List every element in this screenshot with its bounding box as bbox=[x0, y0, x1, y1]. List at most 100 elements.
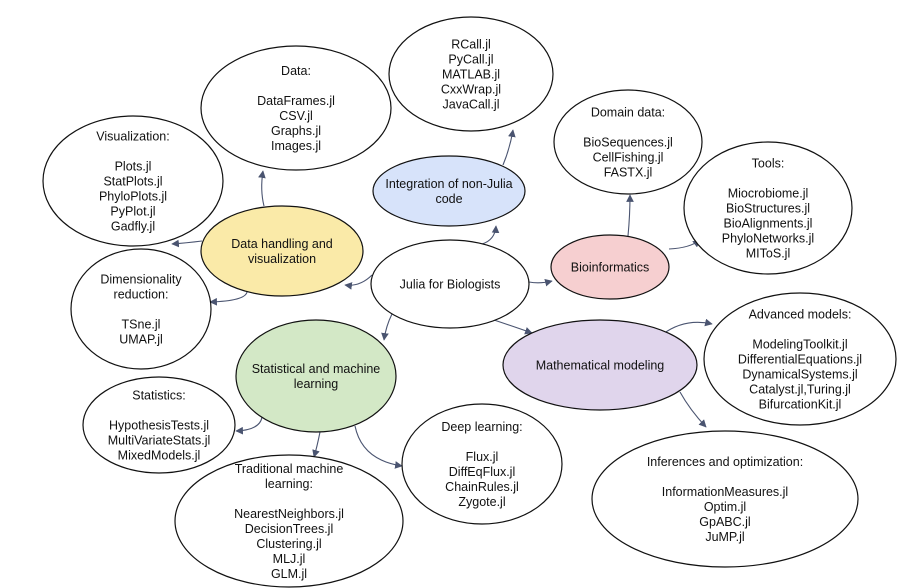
package-name: Catalyst.jl,Turing.jl bbox=[749, 383, 851, 397]
node-data-handling-label: Data handling and bbox=[231, 237, 333, 251]
package-name: InformationMeasures.jl bbox=[662, 485, 788, 499]
package-name: JavaCall.jl bbox=[443, 98, 500, 112]
node-domain-data: Domain data:BioSequences.jlCellFishing.j… bbox=[553, 89, 703, 195]
package-name: TSne.jl bbox=[122, 318, 161, 332]
node-julia-for-biologists: Julia for Biologists bbox=[370, 239, 530, 329]
node-statistical-ml-label: learning bbox=[294, 377, 339, 391]
package-name: PhyloNetworks.jl bbox=[722, 232, 814, 246]
package-name: GpABC.jl bbox=[699, 515, 750, 529]
node-tools-shape bbox=[683, 141, 853, 275]
connector-arrows bbox=[171, 129, 713, 469]
diagram-nodes: Julia for Biologists Data handling andvis… bbox=[42, 16, 897, 588]
package-name: JuMP.jl bbox=[705, 530, 744, 544]
package-name: Optim.jl bbox=[704, 500, 746, 514]
node-interop-packages-shape bbox=[388, 16, 554, 132]
node-tools-title: Tools: bbox=[752, 157, 785, 171]
node-statistics: Statistics:HypothesisTests.jlMultiVariat… bbox=[82, 376, 236, 474]
node-inferences-optimization-shape bbox=[591, 430, 859, 568]
package-name: Gadfly.jl bbox=[111, 220, 155, 234]
node-tools: Tools: Miocrobiome.jlBioStructures.jlBioA… bbox=[683, 141, 853, 275]
node-integration-label: Integration of non-Julia bbox=[385, 177, 512, 191]
node-bioinformatics: Bioinformatics bbox=[550, 234, 670, 300]
node-julia-for-biologists-label: Julia for Biologists bbox=[400, 278, 501, 292]
node-dimensionality-reduction-title: reduction: bbox=[114, 288, 169, 302]
node-visualization-title: Visualization: bbox=[96, 130, 169, 144]
node-data-title: Data: bbox=[281, 64, 311, 78]
package-name: MATLAB.jl bbox=[442, 68, 500, 82]
node-data-handling-shape bbox=[200, 205, 364, 297]
node-traditional-ml-title: Traditional machine bbox=[235, 462, 344, 476]
package-name: PyPlot.jl bbox=[110, 205, 155, 219]
package-name: StatPlots.jl bbox=[103, 175, 162, 189]
node-deep-learning-shape bbox=[401, 403, 563, 525]
package-name: MixedModels.jl bbox=[118, 449, 201, 463]
edge-bioinformatics-to-domain-data bbox=[626, 194, 634, 237]
node-advanced-models-shape bbox=[703, 292, 897, 426]
node-traditional-ml: Traditional machinelearning:NearestNeigh… bbox=[174, 454, 404, 588]
edge-center-to-bioinformatics bbox=[528, 278, 553, 287]
package-name: CxxWrap.jl bbox=[441, 83, 501, 97]
node-dimensionality-reduction-title: Dimensionality bbox=[100, 273, 182, 287]
package-name: MIToS.jl bbox=[746, 247, 790, 261]
package-name: Clustering.jl bbox=[256, 537, 321, 551]
package-name: PyCall.jl bbox=[448, 53, 493, 67]
node-interop-packages: RCall.jlPyCall.jlMATLAB.jlCxxWrap.jlJava… bbox=[388, 16, 554, 132]
package-name: DataFrames.jl bbox=[257, 94, 335, 108]
node-statistical-ml-shape bbox=[235, 319, 397, 433]
node-math-modeling-shape bbox=[502, 319, 698, 411]
edge-center-to-math-modeling bbox=[493, 319, 533, 335]
node-dimensionality-reduction-shape bbox=[70, 248, 212, 370]
node-integration-shape bbox=[372, 155, 526, 227]
package-name: BioAlignments.jl bbox=[724, 217, 813, 231]
node-visualization: Visualization:Plots.jlStatPlots.jlPhyloP… bbox=[42, 115, 224, 247]
node-julia-for-biologists-shape bbox=[370, 239, 530, 329]
package-name: PhyloPlots.jl bbox=[99, 190, 167, 204]
package-name: Images.jl bbox=[271, 139, 321, 153]
package-name: DifferentialEquations.jl bbox=[738, 353, 862, 367]
node-traditional-ml-title: learning: bbox=[265, 477, 313, 491]
package-name: DynamicalSystems.jl bbox=[742, 368, 857, 382]
package-name: Miocrobiome.jl bbox=[728, 187, 809, 201]
edge-center-to-data-handling bbox=[344, 274, 373, 290]
node-inferences-optimization-title: Inferences and optimization: bbox=[647, 455, 803, 469]
edge-statistical-ml-to-statistics bbox=[235, 416, 263, 435]
package-name: ChainRules.jl bbox=[445, 480, 519, 494]
edge-data-handling-to-data bbox=[258, 170, 266, 207]
edge-data-handling-to-dim-reduction bbox=[209, 291, 248, 306]
package-name: FASTX.jl bbox=[604, 166, 653, 180]
node-bioinformatics-label: Bioinformatics bbox=[571, 261, 650, 275]
package-name: MultiVariateStats.jl bbox=[108, 434, 211, 448]
node-math-modeling: Mathematical modeling bbox=[502, 319, 698, 411]
package-name: BioStructures.jl bbox=[726, 202, 810, 216]
node-domain-data-shape bbox=[553, 89, 703, 195]
node-traditional-ml-shape bbox=[174, 454, 404, 588]
edge-math-modeling-to-advanced-models bbox=[662, 318, 713, 335]
node-data-handling-label: visualization bbox=[248, 252, 316, 266]
node-data: Data:DataFrames.jlCSV.jlGraphs.jlImages.… bbox=[200, 45, 392, 171]
node-advanced-models-title: Advanced models: bbox=[749, 308, 852, 322]
node-inferences-optimization: Inferences and optimization: InformationM… bbox=[591, 430, 859, 568]
node-domain-data-title: Domain data: bbox=[591, 106, 665, 120]
package-name: GLM.jl bbox=[271, 567, 307, 581]
package-name: DiffEqFlux.jl bbox=[449, 465, 515, 479]
edge-statistical-ml-to-deep-learning bbox=[354, 425, 403, 469]
edge-center-to-statistical-ml bbox=[381, 313, 393, 341]
package-name: HypothesisTests.jl bbox=[109, 419, 209, 433]
node-integration-label: code bbox=[435, 192, 462, 206]
node-data-shape bbox=[200, 45, 392, 171]
node-math-modeling-label: Mathematical modeling bbox=[536, 359, 665, 373]
package-name: MLJ.jl bbox=[273, 552, 306, 566]
edge-integration-to-interop bbox=[502, 129, 516, 166]
edge-math-modeling-to-inference bbox=[679, 391, 707, 428]
node-visualization-shape bbox=[42, 115, 224, 247]
package-name: CSV.jl bbox=[279, 109, 313, 123]
package-name: Zygote.jl bbox=[458, 495, 505, 509]
package-name: Flux.jl bbox=[466, 450, 499, 464]
package-name: DecisionTrees.jl bbox=[245, 522, 333, 536]
package-name: BioSequences.jl bbox=[583, 136, 673, 150]
